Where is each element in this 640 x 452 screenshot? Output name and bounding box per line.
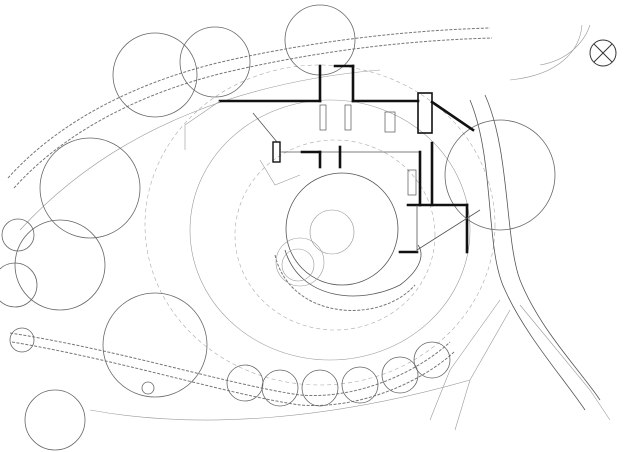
tree-icon (179, 26, 251, 98)
driveway (429, 24, 611, 431)
tree-icon (341, 366, 379, 404)
tree-icon (9, 327, 35, 353)
tree-icon (413, 341, 451, 379)
perimeter-path (7, 27, 493, 407)
tree-icon (261, 369, 299, 407)
tree-icon (112, 32, 198, 118)
tree-icon (24, 389, 86, 451)
tree-icon (141, 381, 155, 395)
tree-icon (0, 262, 38, 308)
north-arrow-icon (589, 39, 617, 67)
landscape-rings (19, 64, 496, 421)
tree-icon (39, 137, 141, 239)
tree-icon (14, 219, 106, 311)
tree-icon (226, 364, 264, 402)
building-plan (184, 64, 481, 254)
tree-icon (381, 356, 419, 394)
tree-icon (102, 292, 208, 398)
tree-icon (301, 369, 339, 407)
tree-icon (1, 218, 35, 252)
central-circular-lawn (285, 172, 399, 286)
tree-icon (444, 119, 556, 231)
trees (0, 4, 556, 451)
